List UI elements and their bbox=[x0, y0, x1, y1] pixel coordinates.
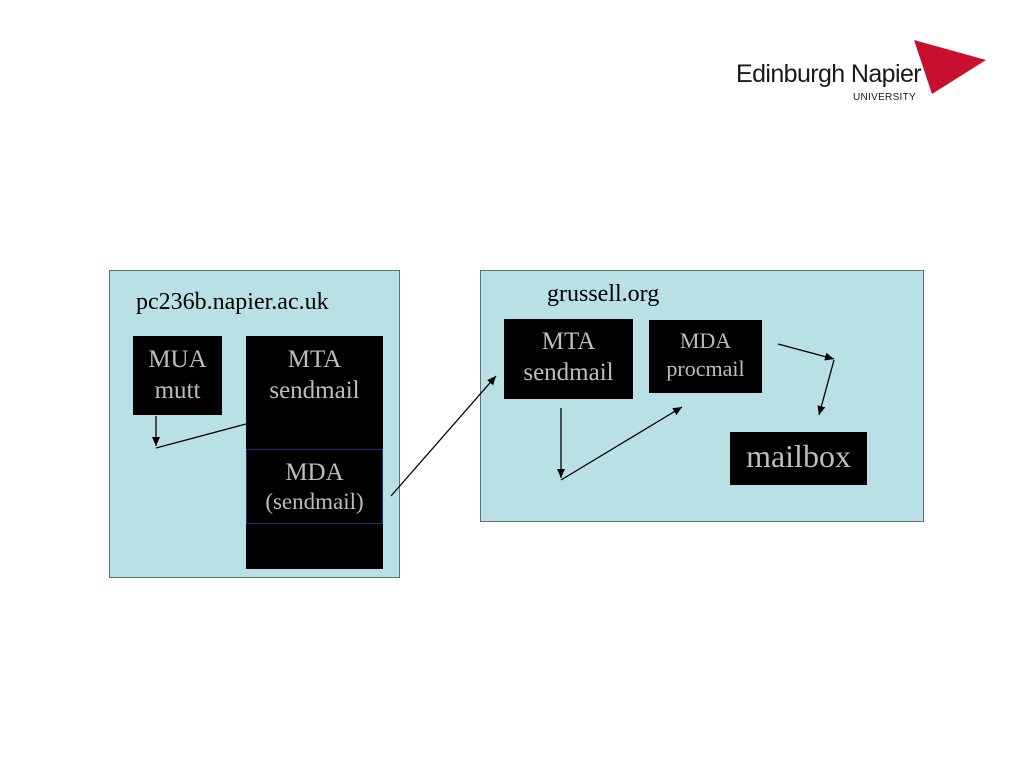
logo-name: Edinburgh Napier bbox=[736, 60, 922, 88]
right-mta-program: sendmail bbox=[523, 359, 614, 387]
logo-triangle-icon bbox=[914, 40, 986, 94]
left-mda-block: MDA (sendmail) bbox=[246, 449, 383, 524]
mua-block-program: mutt bbox=[154, 377, 201, 405]
university-logo: Edinburgh Napier UNIVERSITY bbox=[736, 38, 988, 108]
right-mda-title: MDA bbox=[679, 328, 732, 353]
left-mta-block: MTA sendmail bbox=[246, 336, 383, 569]
to-procmail-arrow bbox=[560, 406, 683, 481]
procmail-right-arrow bbox=[777, 343, 835, 361]
mua-block-title: MUA bbox=[148, 346, 207, 373]
right-mta-block: MTA sendmail bbox=[504, 319, 633, 399]
mailbox-block: mailbox bbox=[730, 432, 867, 485]
right-host-label: grussell.org bbox=[547, 281, 660, 307]
left-mda-program: (sendmail) bbox=[265, 489, 364, 515]
left-mda-title: MDA bbox=[285, 459, 344, 486]
mua-to-mta-line bbox=[155, 423, 247, 449]
right-mta-title: MTA bbox=[541, 328, 596, 355]
to-mailbox-arrow bbox=[817, 359, 835, 416]
logo-subtitle: UNIVERSITY bbox=[853, 92, 917, 103]
mailbox-label: mailbox bbox=[746, 438, 851, 474]
left-host-label: pc236b.napier.ac.uk bbox=[136, 289, 329, 315]
left-mda-to-right-mta-arrow bbox=[390, 375, 497, 497]
right-mda-block: MDA procmail bbox=[649, 320, 762, 393]
left-mta-program: sendmail bbox=[269, 377, 360, 405]
left-mta-title: MTA bbox=[287, 346, 342, 373]
right-mda-program: procmail bbox=[666, 355, 745, 381]
mua-block: MUA mutt bbox=[133, 336, 222, 415]
